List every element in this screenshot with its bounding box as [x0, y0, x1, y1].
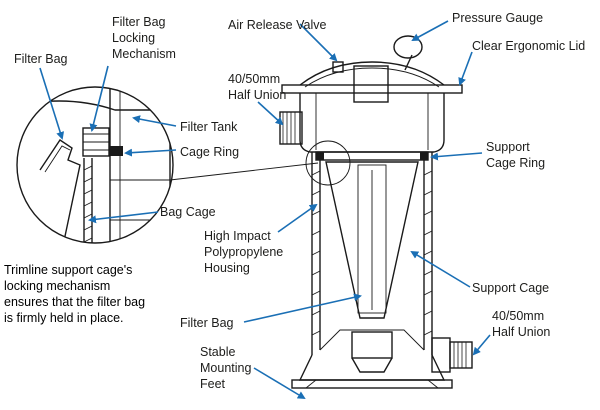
- label-feet-1: Stable: [200, 345, 235, 359]
- detail-source-circle: [305, 140, 351, 186]
- label-half-union-bottom-2: Half Union: [492, 325, 550, 339]
- label-support-cage-ring-1: Support: [486, 140, 530, 154]
- label-feet-3: Feet: [200, 377, 226, 391]
- label-filter-bag-main: Filter Bag: [180, 316, 234, 330]
- filter-unit: [279, 35, 473, 389]
- label-feet-2: Mounting: [200, 361, 251, 375]
- label-support-cage: Support Cage: [472, 281, 549, 295]
- label-locking-2: Locking: [112, 31, 155, 45]
- label-pressure-gauge: Pressure Gauge: [452, 11, 543, 25]
- label-bag-cage: Bag Cage: [160, 205, 216, 219]
- label-support-cage-ring-2: Cage Ring: [486, 156, 545, 170]
- label-clear-lid: Clear Ergonomic Lid: [472, 39, 585, 53]
- label-housing-3: Housing: [204, 261, 250, 275]
- label-half-union-bottom-1: 40/50mm: [492, 309, 544, 323]
- label-half-union-top-2: Half Union: [228, 88, 286, 102]
- label-half-union-top-1: 40/50mm: [228, 72, 280, 86]
- detail-connector: [169, 162, 319, 181]
- label-housing-2: Polypropylene: [204, 245, 283, 259]
- caption-line-4: is firmly held in place.: [4, 311, 124, 325]
- caption: Trimline support cage's locking mechanis…: [4, 263, 145, 325]
- caption-line-2: locking mechanism: [4, 279, 110, 293]
- label-air-release-valve: Air Release Valve: [228, 18, 326, 32]
- label-cage-ring: Cage Ring: [180, 145, 239, 159]
- labels: Filter Bag Filter Bag Locking Mechanism …: [14, 11, 585, 391]
- caption-line-1: Trimline support cage's: [4, 263, 132, 277]
- detail-zoom-circle: [16, 86, 174, 244]
- label-filter-bag-detail: Filter Bag: [14, 52, 68, 66]
- caption-line-3: ensures that the filter bag: [4, 295, 145, 309]
- label-filter-tank: Filter Tank: [180, 120, 238, 134]
- label-locking-1: Filter Bag: [112, 15, 166, 29]
- label-housing-1: High Impact: [204, 229, 271, 243]
- callout-arrows: [39, 20, 491, 400]
- label-locking-3: Mechanism: [112, 47, 176, 61]
